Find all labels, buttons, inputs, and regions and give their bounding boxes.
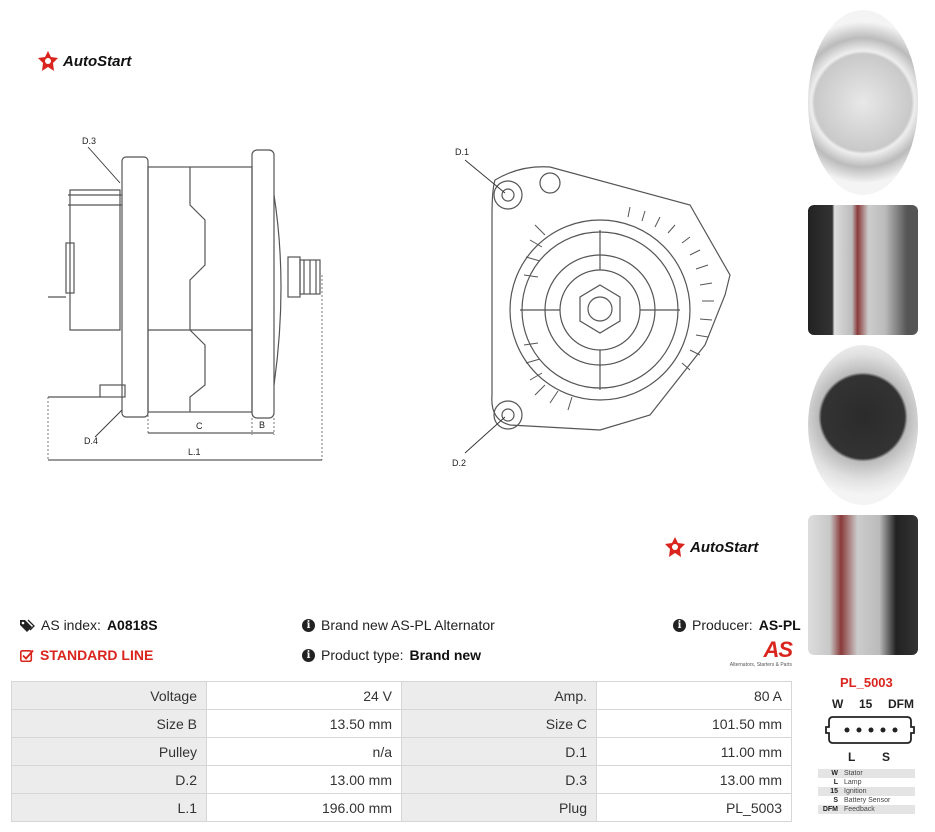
label-d3: D.3	[82, 136, 97, 146]
label-d4: D.4	[84, 436, 99, 446]
standard-line-text: STANDARD LINE	[40, 647, 154, 663]
product-photo-side-2	[808, 515, 918, 655]
spec-key: D.1	[401, 737, 597, 766]
info-icon: i	[673, 618, 686, 632]
info-icon: i	[302, 648, 315, 662]
product-type-label: Product type:	[321, 647, 404, 663]
spec-key: L.1	[11, 793, 207, 822]
description: i Brand new AS-PL Alternator	[302, 617, 495, 633]
as-pl-logo: AS Alternators, Starters & Parts	[700, 637, 793, 669]
brand-name: AutoStart	[63, 52, 132, 70]
spec-key: D.2	[11, 765, 207, 794]
autostart-logo: AutoStart	[38, 51, 131, 71]
product-photo-front	[808, 10, 918, 195]
spec-value: 24 V	[206, 681, 402, 710]
as-pl-logo-text: AS	[763, 637, 793, 662]
spec-key: Size B	[11, 709, 207, 738]
as-index-label: AS index:	[41, 617, 101, 633]
product-type-value: Brand new	[409, 647, 482, 663]
spec-key: Pulley	[11, 737, 207, 766]
side-view-drawing	[47, 146, 323, 461]
spec-value: 80 A	[596, 681, 792, 710]
product-type: i Product type: Brand new	[302, 647, 481, 663]
spec-key: D.3	[401, 765, 597, 794]
label-l1: L.1	[188, 447, 201, 457]
spec-value: 11.00 mm	[596, 737, 792, 766]
description-text: Brand new AS-PL Alternator	[321, 617, 495, 633]
spec-value: 196.00 mm	[206, 793, 402, 822]
autostart-star-icon	[665, 537, 685, 557]
pin-label: 15	[858, 697, 873, 711]
info-icon: i	[302, 618, 315, 632]
pin-label: L	[848, 750, 856, 764]
plug-bottom-pins: L S	[848, 750, 890, 764]
label-d2: D.2	[452, 458, 467, 468]
tags-icon	[20, 619, 35, 632]
spec-value: 13.00 mm	[596, 765, 792, 794]
pin-label: DFM	[888, 697, 914, 711]
spec-key: Voltage	[11, 681, 207, 710]
product-photo-side	[808, 205, 918, 335]
autostart-logo-2: AutoStart	[665, 537, 758, 557]
pin-label: W	[832, 697, 844, 711]
plug-connector-diagram	[825, 716, 915, 744]
spec-value: 13.50 mm	[206, 709, 402, 738]
as-index-value: A0818S	[106, 617, 158, 633]
spec-value: 13.00 mm	[206, 765, 402, 794]
as-index: AS index: A0818S	[20, 617, 158, 633]
plug-top-pins: W 15 DFM	[832, 697, 914, 711]
label-b: B	[259, 420, 266, 430]
producer: i Producer: AS-PL	[673, 617, 801, 633]
spec-key: Size C	[401, 709, 597, 738]
product-photo-rear	[808, 345, 918, 505]
standard-line: STANDARD LINE	[20, 647, 153, 663]
producer-value: AS-PL	[758, 617, 801, 633]
plug-title: PL_5003	[840, 675, 893, 690]
spec-key: Amp.	[401, 681, 597, 710]
pin-label: S	[881, 750, 890, 764]
brand-name: AutoStart	[690, 538, 759, 556]
spec-value: n/a	[206, 737, 402, 766]
spec-value: 101.50 mm	[596, 709, 792, 738]
autostart-star-icon	[38, 51, 58, 71]
front-view-drawing	[464, 159, 731, 454]
spec-value: PL_5003	[596, 793, 792, 822]
check-square-icon	[20, 649, 34, 662]
spec-key: Plug	[401, 793, 597, 822]
producer-label: Producer:	[692, 617, 753, 633]
label-c: C	[196, 421, 203, 431]
label-d1: D.1	[455, 147, 470, 157]
as-pl-tagline: Alternators, Starters & Parts	[729, 662, 792, 668]
